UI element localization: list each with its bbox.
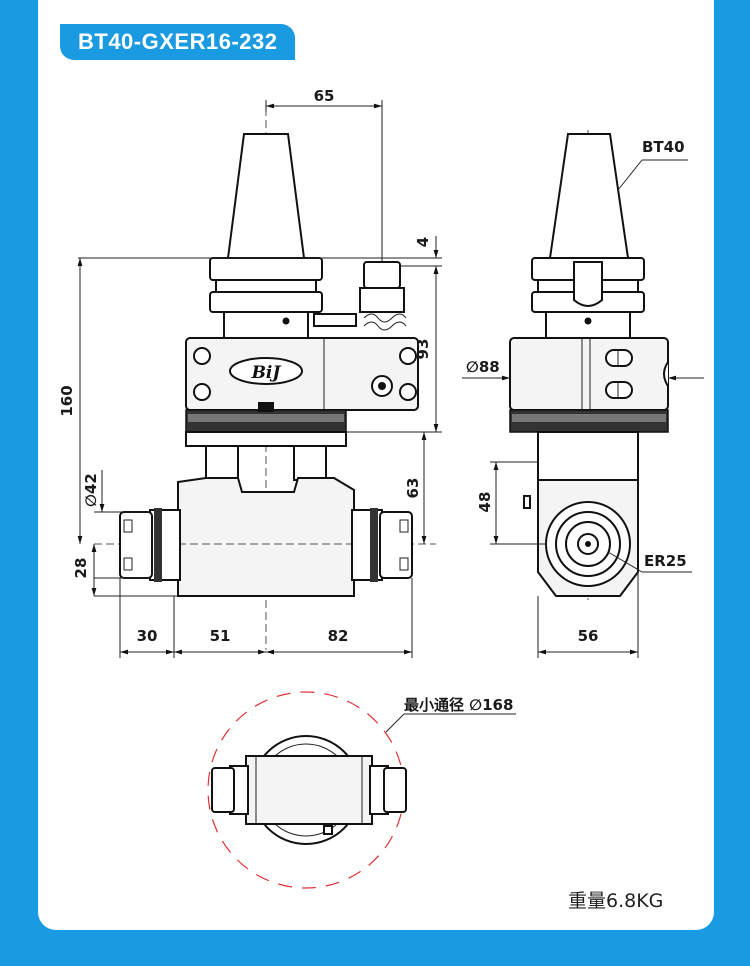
front-view: BiJ: [58, 87, 442, 658]
side-housing: [509, 337, 669, 411]
flange-ring-bottom: [209, 291, 323, 313]
dim-42: ∅42: [82, 473, 100, 507]
brand-logo: BiJ: [251, 363, 282, 383]
dim-48: 48: [476, 492, 494, 513]
stop-block-top: [363, 261, 401, 289]
label-bt40: BT40: [642, 138, 685, 156]
drawing-panel: BT40-GXER16-232: [38, 0, 714, 930]
label-min-diameter: 最小通径 ∅168: [404, 696, 513, 714]
lower-body: [177, 477, 355, 597]
dim-88: ∅88: [466, 358, 500, 376]
technical-drawing: BiJ: [58, 87, 704, 889]
label-er25: ER25: [644, 552, 687, 570]
side-view: BT40 ∅88 48 ER25 56: [462, 130, 704, 658]
dim-65: 65: [314, 87, 335, 105]
dim-51: 51: [210, 627, 231, 645]
side-stem: [537, 431, 639, 481]
dim-93: 93: [414, 339, 432, 360]
dim-63: 63: [404, 478, 422, 499]
dim-28: 28: [72, 558, 90, 579]
neck-screw: [282, 317, 290, 325]
dim-160: 160: [58, 385, 76, 416]
dim-4: 4: [414, 237, 432, 247]
left-collet-nut: [119, 511, 153, 579]
flange-groove: [215, 279, 317, 293]
side-taper-cone: [548, 133, 630, 259]
weight-label: 重量6.8KG: [568, 890, 664, 912]
top-body: [245, 755, 373, 825]
product-title: BT40-GXER16-232: [60, 24, 296, 60]
dim-82: 82: [328, 627, 349, 645]
taper-cone: [226, 133, 306, 259]
top-view: 最小通径 ∅168: [207, 691, 516, 889]
stop-block-mid: [359, 287, 405, 313]
dim-30: 30: [137, 627, 158, 645]
brand-logo-oval: [229, 357, 303, 385]
flange-neck: [223, 311, 309, 339]
dim-56: 56: [578, 627, 599, 645]
flange-ring-top: [209, 257, 323, 281]
stop-pin: [313, 313, 357, 327]
right-collet-nut: [379, 511, 413, 579]
